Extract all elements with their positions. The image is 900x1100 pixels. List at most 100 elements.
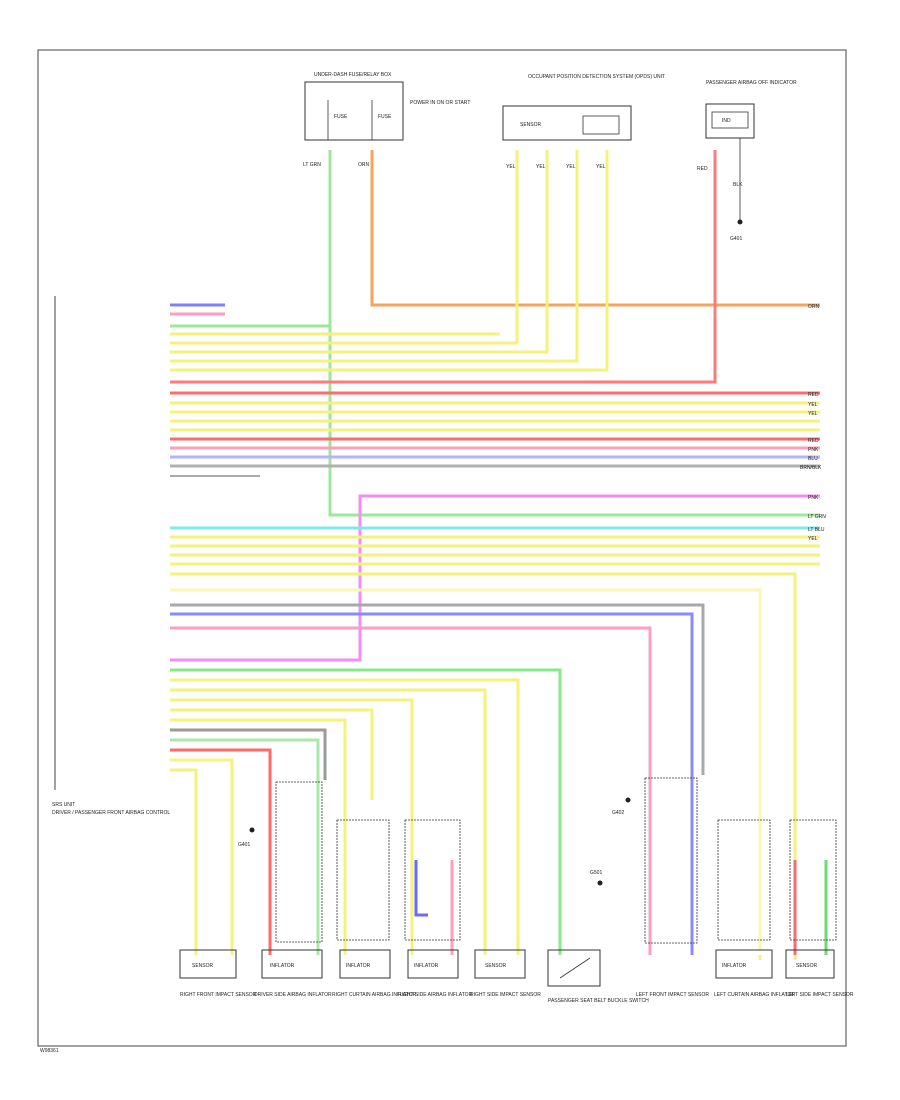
bus1-label-blu: BLU	[808, 456, 818, 462]
comp-passenger-seat-belt-buckle-switch	[547, 949, 601, 987]
opds-unit: OCCUPANT POSITION DETECTION SYSTEM (OPDS…	[502, 74, 665, 170]
wire-yel-right-curtain-2	[170, 718, 347, 955]
bus-group-2: LT BLU YEL	[170, 526, 825, 960]
passenger-airbag-off-indicator: PASSENGER AIRBAG OFF INDICATOR IND G401 …	[697, 80, 797, 242]
indicator-wire-label-blk: BLK	[733, 182, 743, 188]
comp-6-label: PASSENGER SEAT BELT BUCKLE SWITCH	[548, 998, 649, 1004]
bus1-label-pnk-2: PNK	[808, 495, 819, 501]
comp-left-side-impact-sensor	[785, 949, 835, 979]
comp-3-inner: INFLATOR	[346, 963, 371, 969]
wire-yel-right-front	[170, 758, 234, 955]
diagram-frame	[37, 49, 847, 1047]
wire-yel-right-side-impact	[170, 678, 520, 955]
bus1-label-ltgrn: LT GRN	[808, 514, 826, 520]
wire-blu-left-front	[170, 612, 694, 955]
comp-9-inner: SENSOR	[796, 963, 818, 969]
fuse-box-outline	[304, 81, 404, 141]
indicator-inner-label: IND	[722, 118, 731, 124]
enclosure-left-side	[789, 819, 837, 941]
comp-2-inner: INFLATOR	[270, 963, 295, 969]
comp-right-curtain-airbag-inflator	[339, 949, 391, 979]
ground-dot-2	[597, 880, 603, 886]
bus2-label-yel: YEL	[808, 536, 818, 542]
wire-yel-right-side-airbag	[170, 698, 414, 955]
wire-pnk-left-front	[170, 626, 652, 955]
enclosure-driver	[275, 781, 323, 943]
comp-9-label: LEFT SIDE IMPACT SENSOR	[786, 992, 854, 998]
comp-left-curtain-airbag-inflator	[715, 949, 773, 979]
comp-4-label: RIGHT SIDE AIRBAG INFLATOR	[398, 992, 473, 998]
opds-wire-label-4: YEL	[596, 164, 606, 170]
wire-ltgrn-buckle	[170, 668, 562, 955]
wire-brnblk-driver	[170, 728, 327, 780]
bus1-label-pnk: PNK	[808, 447, 819, 453]
enclosure-right-curtain	[336, 819, 390, 941]
fuse-box: UNDER-DASH FUSE/RELAY BOX FUSE FUSE POWE…	[303, 72, 470, 168]
wire-yel-right-front-2	[170, 768, 198, 955]
wire-red-indicator	[170, 150, 717, 384]
comp-driver-side-airbag-inflator	[261, 949, 323, 979]
top-vertical-wires	[170, 150, 820, 517]
comp-3-label: RIGHT CURTAIN AIRBAG INFLATOR	[332, 992, 417, 998]
indicator-ground-label: G401	[730, 236, 742, 242]
comp-5-label: RIGHT SIDE IMPACT SENSOR	[470, 992, 541, 998]
wire-red-driver	[170, 748, 272, 955]
enclosure-left-curtain	[717, 819, 771, 941]
indicator-ground-dot	[737, 219, 743, 225]
comp-4-inner: INFLATOR	[414, 963, 439, 969]
sensor-enclosures	[275, 777, 837, 944]
fuse-wire-label-orn: ORN	[358, 162, 370, 168]
opds-wire-label-3: YEL	[566, 164, 576, 170]
ground-dot-1	[249, 827, 255, 833]
ground-label-1: G401	[238, 842, 250, 848]
wire-yel-right-curtain	[170, 708, 374, 800]
comp-5-inner: SENSOR	[485, 963, 507, 969]
fuse-a-label: FUSE	[334, 114, 348, 120]
ground-dot-3	[625, 797, 631, 803]
wire-yel-opds-3	[170, 150, 579, 363]
wire-pnk-loop	[170, 494, 820, 662]
buckle-switch-symbol	[559, 957, 591, 979]
wire-yel-left-side-sensor	[170, 572, 797, 960]
wire-ltgrn-fuse	[328, 150, 820, 517]
bus-group-3	[170, 668, 562, 955]
indicator-outline	[705, 103, 755, 139]
wire-grn-driver	[170, 738, 320, 955]
stub-blu	[414, 860, 428, 917]
bus1-label-red-2: RED	[808, 438, 819, 444]
bottom-components: SENSOR RIGHT FRONT IMPACT SENSOR INFLATO…	[179, 949, 854, 1004]
wire-yel-opds-1	[170, 150, 519, 345]
fuse-wire-label-ltgrn: LT GRN	[303, 162, 321, 168]
opds-unit-label: OCCUPANT POSITION DETECTION SYSTEM (OPDS…	[528, 74, 665, 80]
comp-1-inner: SENSOR	[192, 963, 214, 969]
indicator-inner-box	[711, 111, 749, 129]
ground-label-2: G501	[590, 870, 602, 876]
enclosure-right-side	[404, 819, 461, 941]
bus1-label-orn: ORN	[808, 304, 820, 310]
bus1-label-brnblk: BRN/BLK	[800, 465, 822, 471]
comp-8-label: LEFT CURTAIN AIRBAG INFLATOR	[714, 992, 795, 998]
bus-group-1: ORN RED YEL YEL RED PNK BLU BRN/BLK PNK …	[170, 303, 826, 662]
fuse-box-note: POWER IN ON OR START	[410, 100, 470, 106]
wire-yel-opds-4	[170, 150, 609, 372]
opds-wire-label-1: YEL	[506, 164, 516, 170]
comp-8-inner: INFLATOR	[722, 963, 747, 969]
comp-7-label: LEFT FRONT IMPACT SENSOR	[636, 992, 709, 998]
wire-yel-opds-2	[170, 150, 549, 354]
bus1-label-yel-1: YEL	[808, 402, 818, 408]
opds-unit-outline	[502, 105, 632, 141]
ground-label-3: G402	[612, 810, 624, 816]
indicator-label: PASSENGER AIRBAG OFF INDICATOR	[706, 80, 797, 86]
opds-wire-label-2: YEL	[536, 164, 546, 170]
comp-right-side-airbag-inflator	[407, 949, 459, 979]
fuse-box-label: UNDER-DASH FUSE/RELAY BOX	[314, 72, 392, 78]
grounds: G401 G501 G402	[238, 797, 631, 886]
indicator-wire-label-red: RED	[697, 166, 708, 172]
srs-unit: SRS UNIT DRIVER / PASSENGER FRONT AIRBAG…	[52, 296, 170, 816]
bus1-label-yel-2: YEL	[808, 411, 818, 417]
wire-yelblk-left-curtain	[170, 588, 762, 950]
opds-inner-box	[582, 115, 620, 135]
comp-2-label: DRIVER SIDE AIRBAG INFLATOR	[254, 992, 332, 998]
bus1-label-red: RED	[808, 392, 819, 398]
